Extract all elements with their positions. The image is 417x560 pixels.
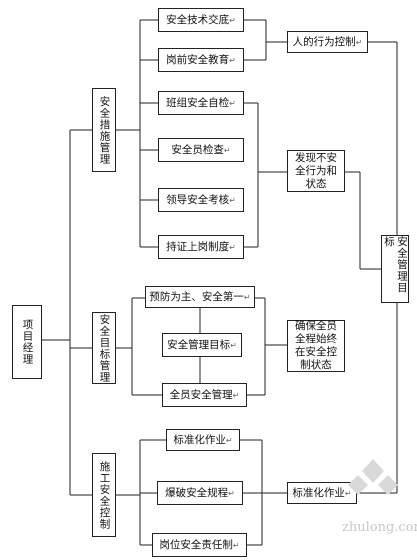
node-label: 确保全员全程始终在安全控制状态 (295, 320, 337, 371)
node-label: 岗前安全教育 (166, 53, 230, 66)
edit-mark: ↵ (225, 435, 233, 445)
edit-mark: ↵ (228, 488, 235, 498)
edit-mark: ↵ (243, 292, 251, 302)
node-safety-management-target: 安全管理目标↵ (162, 333, 242, 357)
edit-mark: ↵ (355, 37, 363, 47)
node-human-behavior-control: 人的行为控制↵ (287, 31, 368, 53)
node-label: 施工安全控制 (98, 460, 111, 530)
node-label: 领导安全考核 (166, 193, 230, 206)
edit-mark: ↵ (223, 145, 231, 155)
node-prevention-first: 预防为主、安全第一↵ (145, 286, 255, 308)
node-detect-unsafe-behavior: 发现不安全行为和状态 (287, 150, 345, 192)
edit-mark: ↵ (229, 98, 236, 108)
node-label: 安全管理目标 (383, 236, 408, 294)
node-label: 安全措施管理 (98, 95, 111, 165)
watermark-logo (338, 455, 408, 503)
node-label: 标准化作业 (173, 433, 226, 446)
node-safety-briefing: 安全技术交底↵ (158, 8, 244, 32)
watermark-icon (348, 459, 398, 495)
node-label: 项目经理 (21, 319, 34, 365)
node-all-staff-safety-management: 全员安全管理↵ (162, 383, 247, 407)
node-standardized-operation-right: 标准化作业↵ (287, 482, 357, 504)
node-label: 全员安全管理 (169, 388, 233, 401)
node-label: 发现不安全行为和状态 (295, 151, 337, 190)
edit-mark: ↵ (229, 242, 236, 252)
edit-mark: ↵ (230, 340, 237, 350)
node-label: 预防为主、安全第一 (149, 290, 244, 303)
node-safety-measures-management: 安全措施管理 (92, 88, 116, 172)
node-label: 安全员检查 (171, 143, 224, 156)
node-label: 爆破安全规程 (165, 486, 229, 499)
edit-mark: ↵ (232, 390, 240, 400)
node-label: 岗位安全责任制 (159, 538, 233, 551)
watermark-text: zhulong.com (342, 520, 417, 535)
node-label: 标准化作业 (292, 486, 345, 499)
node-leader-safety-assessment: 领导安全考核↵ (158, 188, 244, 212)
edit-mark: ↵ (232, 540, 240, 550)
node-project-manager: 项目经理 (12, 305, 42, 379)
node-post-safety-responsibility: 岗位安全责任制↵ (152, 533, 247, 557)
node-safety-target-management: 安全目标管理 (92, 312, 116, 384)
node-team-self-check: 班组安全自检↵ (158, 91, 244, 115)
node-label: 安全目标管理 (98, 313, 111, 383)
node-blasting-safety-rules: 爆破安全规程↵ (157, 481, 243, 505)
node-certified-post-system: 持证上岗制度↵ (158, 235, 244, 259)
node-full-safety-control-state: 确保全员全程始终在安全控制状态 (287, 320, 345, 372)
node-pre-job-education: 岗前安全教育↵ (158, 48, 244, 72)
edit-mark: ↵ (229, 15, 236, 25)
node-label: 安全技术交底 (166, 13, 230, 26)
edit-mark: ↵ (344, 488, 352, 498)
node-label: 持证上岗制度 (166, 240, 230, 253)
node-safety-management-goal: 安全管理目标 (381, 235, 409, 303)
node-label: 安全管理目标 (167, 338, 231, 351)
edit-mark: ↵ (229, 195, 236, 205)
node-safety-officer-inspection: 安全员检查↵ (158, 138, 244, 162)
edit-mark: ↵ (229, 55, 236, 65)
node-label: 班组安全自检 (166, 96, 230, 109)
node-label: 人的行为控制 (292, 35, 356, 48)
node-construction-safety-control: 施工安全控制 (92, 453, 116, 537)
node-standardized-operation: 标准化作业↵ (166, 429, 240, 451)
